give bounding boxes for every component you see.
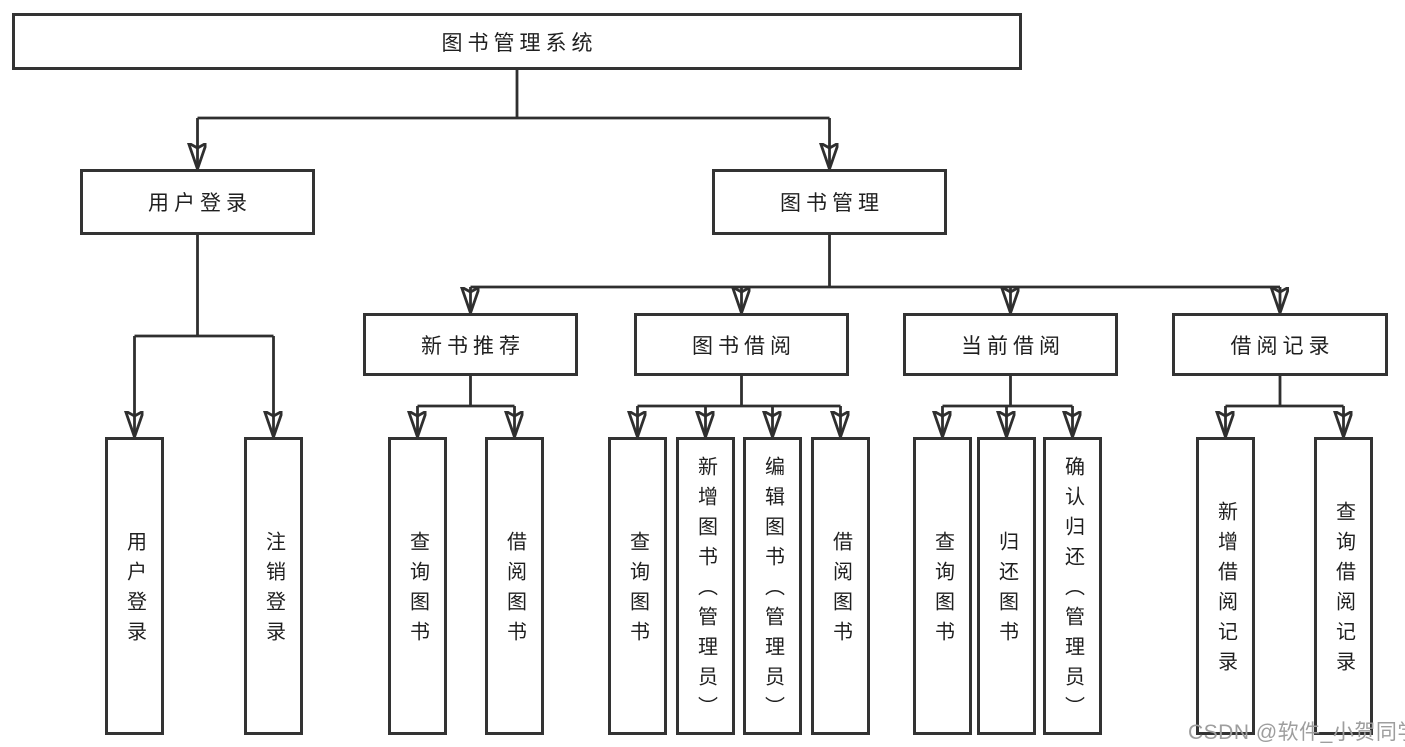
leaf-borrow-query: 查询图书 — [608, 437, 667, 735]
node-label: 当前借阅 — [961, 334, 1065, 358]
connector-user-login-branch — [135, 235, 274, 437]
connector-book-mgmt-branch — [471, 235, 1281, 313]
node-label: 用户登录 — [148, 192, 252, 215]
node-label: 新增图书（管理员） — [694, 456, 717, 726]
leaf-borrow-add-admin: 新增图书（管理员） — [676, 437, 735, 735]
node-label: 查询借阅记录 — [1332, 501, 1355, 681]
node-label: 图书借阅 — [692, 334, 796, 358]
node-user-login: 用户登录 — [80, 169, 315, 235]
leaf-current-query: 查询图书 — [913, 437, 972, 735]
node-label: 归还图书 — [995, 531, 1018, 651]
node-label: 图书管理 — [780, 192, 884, 215]
node-label: 借阅图书 — [829, 531, 852, 651]
node-label: 借阅图书 — [503, 531, 526, 651]
connector-book-borrow-branch — [638, 376, 841, 437]
leaf-current-confirm-admin: 确认归还（管理员） — [1043, 437, 1102, 735]
leaf-records-query: 查询借阅记录 — [1314, 437, 1373, 735]
node-book-borrowing: 图书借阅 — [634, 313, 849, 376]
connector-records-branch — [1226, 376, 1344, 437]
node-label: 新书推荐 — [421, 334, 525, 358]
node-label: 查询图书 — [406, 531, 429, 651]
connector-current-borrow-branch — [943, 376, 1073, 437]
node-label: 新增借阅记录 — [1214, 501, 1237, 681]
node-label: 用户登录 — [123, 531, 146, 651]
node-label: 借阅记录 — [1230, 334, 1335, 358]
node-label: 图书管理系统 — [441, 31, 598, 55]
connector-root-to-level2 — [198, 70, 830, 169]
node-root: 图书管理系统 — [12, 13, 1022, 70]
node-label: 注销登录 — [262, 531, 285, 651]
leaf-newbooks-query: 查询图书 — [388, 437, 447, 735]
node-label: 编辑图书（管理员） — [761, 456, 784, 726]
leaf-borrow-borrow: 借阅图书 — [811, 437, 870, 735]
leaf-current-return: 归还图书 — [977, 437, 1036, 735]
node-label: 确认归还（管理员） — [1061, 456, 1084, 726]
leaf-records-add: 新增借阅记录 — [1196, 437, 1255, 735]
leaf-borrow-edit-admin: 编辑图书（管理员） — [743, 437, 802, 735]
node-book-management: 图书管理 — [712, 169, 947, 235]
leaf-user-login: 用户登录 — [105, 437, 164, 735]
node-new-book-recommend: 新书推荐 — [363, 313, 578, 376]
connector-new-books-branch — [418, 376, 515, 437]
leaf-logout: 注销登录 — [244, 437, 303, 735]
node-label: 查询图书 — [626, 531, 649, 651]
node-label: 查询图书 — [931, 531, 954, 651]
watermark: CSDN @软件_小贺同学 — [1188, 721, 1405, 744]
leaf-newbooks-borrow: 借阅图书 — [485, 437, 544, 735]
node-borrowing-records: 借阅记录 — [1172, 313, 1388, 376]
node-current-borrowing: 当前借阅 — [903, 313, 1118, 376]
